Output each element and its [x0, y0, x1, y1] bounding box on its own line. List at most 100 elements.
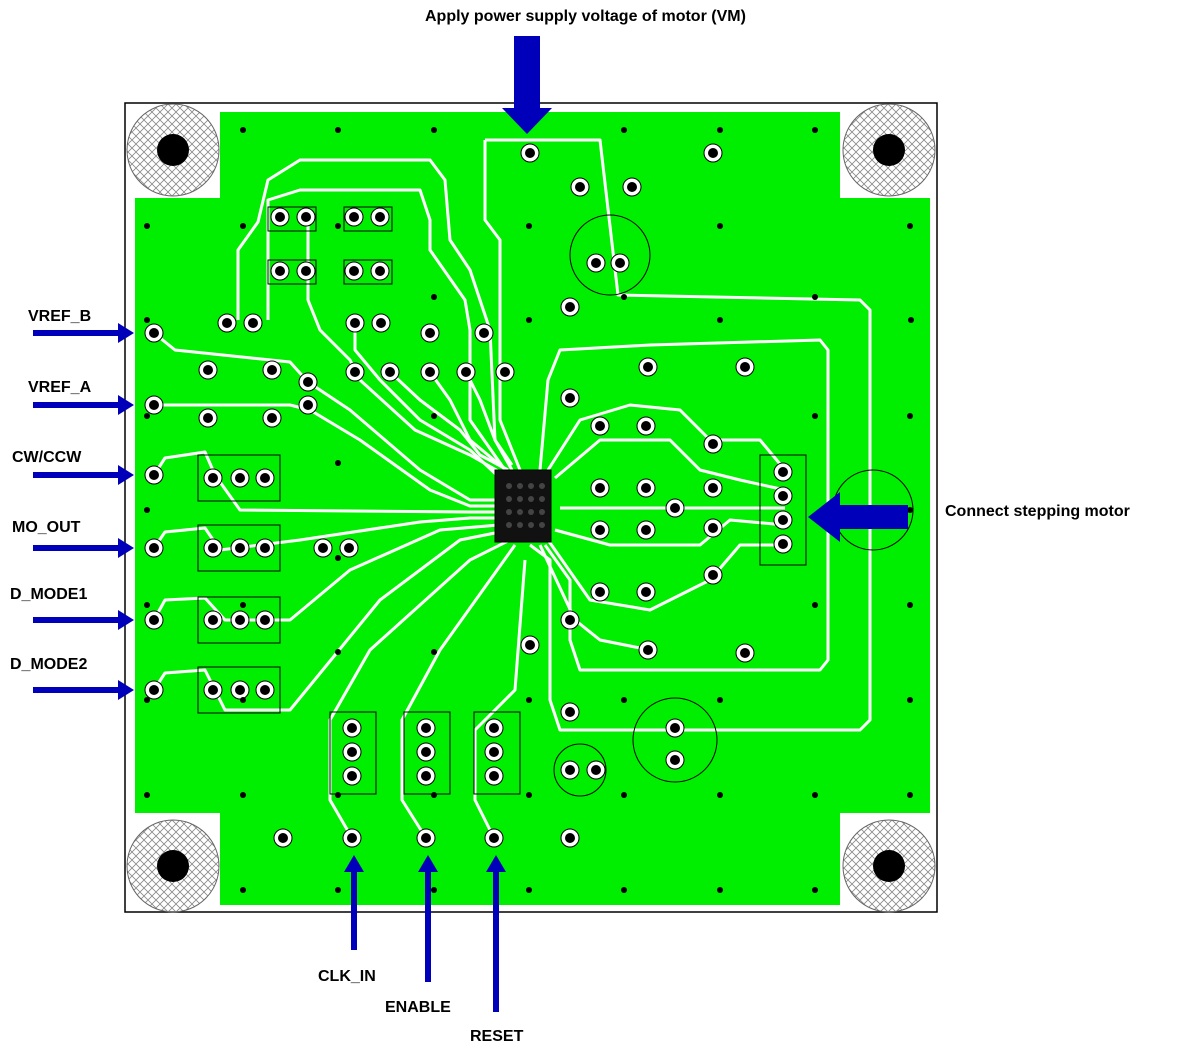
pad-drill	[267, 365, 277, 375]
via-dot-0	[144, 223, 150, 229]
pad-43	[273, 828, 293, 848]
pad-17	[270, 207, 290, 227]
arrow-icon	[33, 610, 134, 630]
arrow-head	[118, 323, 134, 343]
vias	[144, 127, 914, 893]
arrow-icon	[33, 395, 134, 415]
pad-drill	[376, 318, 386, 328]
via-dot-27	[240, 792, 246, 798]
pad-70	[773, 486, 793, 506]
pad-11	[380, 362, 400, 382]
via-dot-53	[240, 697, 246, 703]
pad-drill	[235, 473, 245, 483]
pad-drill	[565, 615, 575, 625]
pad-29	[230, 538, 250, 558]
mounting-hole-icon	[126, 103, 220, 197]
pad-drill	[347, 833, 357, 843]
via-dot-7	[812, 294, 818, 300]
arrow-shaft	[33, 472, 118, 478]
arrow-icon	[486, 855, 506, 1012]
arrow-head	[118, 538, 134, 558]
pad-drill	[595, 525, 605, 535]
pad-62	[638, 640, 658, 660]
pad-74	[610, 253, 630, 273]
pad-drill	[375, 266, 385, 276]
pad-drill	[149, 615, 159, 625]
ic-ball	[539, 483, 545, 489]
pad-drill	[149, 470, 159, 480]
pad-drill	[208, 543, 218, 553]
pad-drill	[479, 328, 489, 338]
ic-ball	[528, 483, 534, 489]
via-dot-19	[907, 602, 913, 608]
via-dot-14	[621, 127, 627, 133]
via-dot-45	[526, 697, 532, 703]
via-dot-1	[240, 223, 246, 229]
pad-8	[345, 313, 365, 333]
pad-drill	[303, 400, 313, 410]
pad-drill	[708, 148, 718, 158]
via-dot-5	[621, 294, 627, 300]
pad-drill	[267, 413, 277, 423]
via-dot-37	[526, 887, 532, 893]
header-outline-5	[403, 711, 451, 795]
header-outline-8	[267, 259, 317, 285]
pad-32	[230, 610, 250, 630]
pad-41	[484, 828, 504, 848]
pad-42	[560, 828, 580, 848]
pad-drill	[375, 212, 385, 222]
arrow-shaft	[351, 872, 357, 950]
pad-14	[495, 362, 515, 382]
pad-drill	[149, 543, 159, 553]
pad-drill	[641, 525, 651, 535]
pad-46	[342, 718, 362, 738]
signal-label-vref-b: VREF_B	[28, 308, 92, 325]
via-dot-39	[717, 887, 723, 893]
via-dot-10	[144, 317, 150, 323]
mounting-hole-icon	[842, 103, 936, 197]
pad-drill	[778, 515, 788, 525]
ic-ball	[506, 483, 512, 489]
pad-drill	[208, 685, 218, 695]
pad-drill	[641, 421, 651, 431]
via-dot-4	[526, 223, 532, 229]
arrow-icon	[33, 465, 134, 485]
pad-69	[773, 462, 793, 482]
arrow-shaft	[33, 330, 118, 336]
pad-7	[243, 313, 263, 333]
via-dot-40	[812, 887, 818, 893]
pad-drill	[778, 467, 788, 477]
pad-77	[665, 718, 685, 738]
via-dot-3	[431, 294, 437, 300]
trace-17	[464, 371, 514, 466]
pad-80	[622, 177, 642, 197]
pad-52	[484, 718, 504, 738]
pad-drill	[565, 302, 575, 312]
via-dot-29	[431, 792, 437, 798]
pad-drill	[643, 645, 653, 655]
signal-label-cw-ccw: CW/CCW	[12, 449, 82, 466]
pad-drill	[318, 543, 328, 553]
pad-49	[416, 718, 436, 738]
pad-drill	[275, 266, 285, 276]
trace-23	[546, 539, 785, 612]
via-dot-23	[144, 507, 150, 513]
pad-drill	[425, 367, 435, 377]
header-outline-3	[197, 666, 281, 714]
pad-drill	[740, 648, 750, 658]
ic-ball	[517, 522, 523, 528]
pad-76	[586, 760, 606, 780]
components	[197, 206, 914, 797]
capacitor-icon	[569, 214, 651, 296]
ic-ball	[517, 496, 523, 502]
arrow-shaft	[33, 545, 118, 551]
pad-drill	[670, 503, 680, 513]
pad-93	[590, 582, 610, 602]
pad-56	[560, 388, 580, 408]
arrow-icon	[33, 538, 134, 558]
ic-ball	[506, 522, 512, 528]
trace-0	[153, 331, 510, 502]
pad-drill	[349, 266, 359, 276]
via-dot-24	[144, 602, 150, 608]
